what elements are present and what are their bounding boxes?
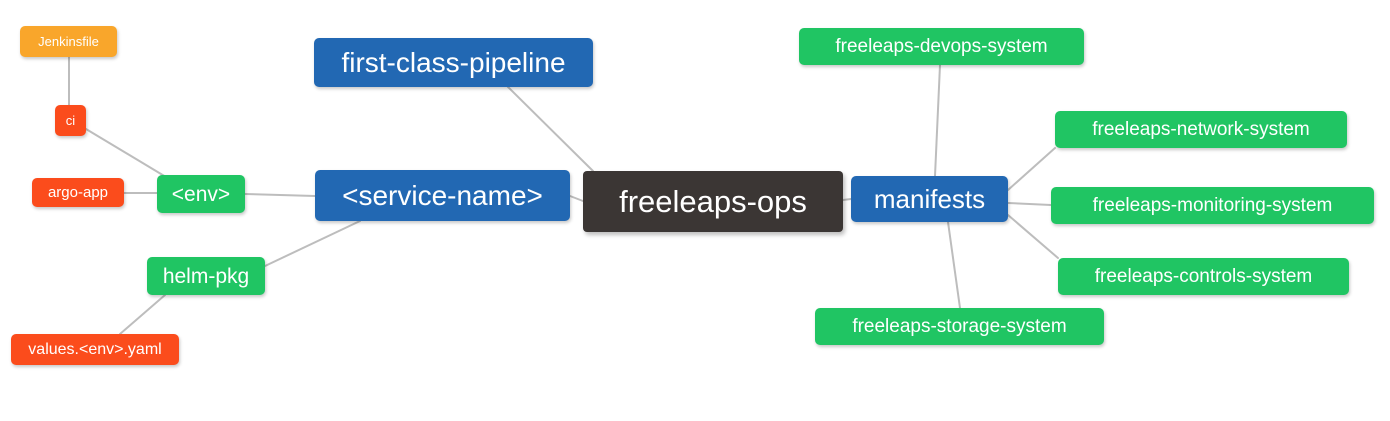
node-label-freeleaps-network-system: freeleaps-network-system — [1092, 119, 1310, 140]
node-first-class-pipeline[interactable]: first-class-pipeline — [314, 38, 593, 87]
node-helm-pkg[interactable]: helm-pkg — [147, 257, 265, 295]
node-ci[interactable]: ci — [55, 105, 86, 136]
edge-manifests-to-freeleaps-monitoring-system — [1007, 202, 1052, 206]
node-freeleaps-devops-system[interactable]: freeleaps-devops-system — [799, 28, 1084, 65]
edge-manifests-to-freeleaps-devops-system — [934, 64, 941, 177]
node-label-jenkinsfile: Jenkinsfile — [38, 34, 99, 49]
node-freeleaps-monitoring-system[interactable]: freeleaps-monitoring-system — [1051, 187, 1374, 224]
node-jenkinsfile[interactable]: Jenkinsfile — [20, 26, 117, 57]
node-label-values-yaml: values.<env>.yaml — [28, 340, 162, 358]
edge-manifests-to-freeleaps-network-system — [1007, 147, 1056, 191]
node-freeleaps-network-system[interactable]: freeleaps-network-system — [1055, 111, 1347, 148]
edge-manifests-to-freeleaps-storage-system — [947, 221, 961, 309]
node-freeleaps-storage-system[interactable]: freeleaps-storage-system — [815, 308, 1104, 345]
edge-helm-pkg-to-values-yaml — [119, 294, 166, 335]
edge-service-name-to-helm-pkg — [264, 220, 361, 267]
edge-service-name-to-env — [244, 193, 316, 197]
node-manifests[interactable]: manifests — [851, 176, 1008, 222]
node-service-name[interactable]: <service-name> — [315, 170, 570, 221]
edge-freeleaps-ops-to-manifests — [842, 198, 852, 201]
node-env[interactable]: <env> — [157, 175, 245, 213]
node-label-service-name: <service-name> — [342, 179, 543, 211]
node-label-helm-pkg: helm-pkg — [162, 264, 250, 288]
edge-freeleaps-ops-to-first-class-pipeline — [507, 86, 594, 172]
node-label-ci: ci — [65, 113, 76, 128]
node-label-freeleaps-monitoring-system: freeleaps-monitoring-system — [1092, 195, 1333, 216]
node-label-manifests: manifests — [873, 184, 986, 214]
node-values-yaml[interactable]: values.<env>.yaml — [11, 334, 179, 365]
node-freeleaps-controls-system[interactable]: freeleaps-controls-system — [1058, 258, 1349, 295]
edge-freeleaps-ops-to-service-name — [569, 195, 584, 202]
node-label-freeleaps-devops-system: freeleaps-devops-system — [835, 36, 1048, 57]
node-label-freeleaps-storage-system: freeleaps-storage-system — [852, 316, 1067, 337]
node-freeleaps-ops[interactable]: freeleaps-ops — [583, 171, 843, 232]
node-label-argo-app: argo-app — [47, 184, 109, 201]
node-label-freeleaps-controls-system: freeleaps-controls-system — [1094, 266, 1313, 287]
edge-manifests-to-freeleaps-controls-system — [1007, 214, 1059, 259]
node-label-first-class-pipeline: first-class-pipeline — [341, 46, 566, 78]
node-label-freeleaps-ops: freeleaps-ops — [619, 184, 807, 219]
node-argo-app[interactable]: argo-app — [32, 178, 124, 207]
edge-env-to-ci — [85, 128, 167, 178]
node-label-env: <env> — [171, 182, 231, 206]
